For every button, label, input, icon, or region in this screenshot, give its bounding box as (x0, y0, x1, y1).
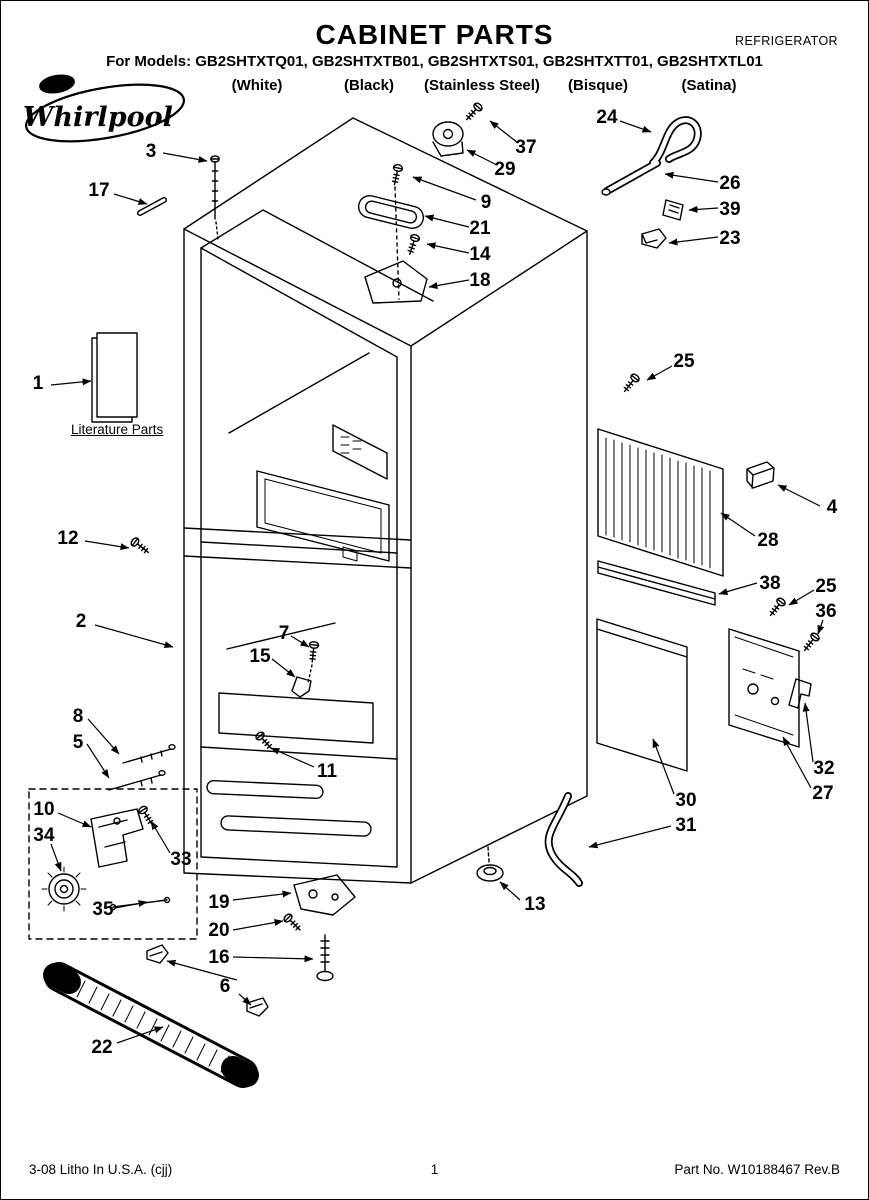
part-callout-18: 18 (469, 270, 491, 291)
part-callout-27: 27 (812, 783, 834, 804)
part-callout-20: 20 (208, 920, 230, 941)
part-callout-17: 17 (88, 180, 110, 201)
footer-litho: 3-08 Litho In U.S.A. (cjj) (29, 1162, 173, 1177)
literature-parts-label: Literature Parts (71, 422, 164, 437)
models-line: For Models: GB2SHTXTQ01, GB2SHTXTB01, GB… (106, 53, 763, 70)
color-variant-satina: (Satina) (681, 77, 737, 94)
part-callout-16: 16 (208, 947, 230, 968)
part-callout-29: 29 (494, 159, 516, 180)
part-callout-12: 12 (57, 528, 79, 549)
part-callout-32: 32 (813, 758, 835, 779)
part-callout-24: 24 (596, 107, 618, 128)
part-callout-1: 1 (32, 373, 44, 394)
part-callout-9: 9 (480, 192, 492, 213)
part-callout-37: 37 (515, 137, 537, 158)
part-callout-25: 25 (815, 576, 837, 597)
color-variant-stainless: (Stainless Steel) (424, 77, 540, 94)
part-callout-21: 21 (469, 218, 491, 239)
document-type-label: REFRIGERATOR (735, 34, 838, 48)
part-callout-34: 34 (33, 825, 55, 846)
logo-swoosh-ellipse (24, 83, 186, 143)
leader-arrows (50, 120, 825, 1044)
part-callout-5: 5 (72, 732, 84, 753)
part-callout-38: 38 (759, 573, 781, 594)
part-callout-15: 15 (249, 646, 271, 667)
cabinet-line-art (28, 100, 822, 1088)
part-callout-31: 31 (675, 815, 697, 836)
part-callout-28: 28 (757, 530, 779, 551)
color-variant-black: (Black) (343, 77, 395, 94)
page-title: CABINET PARTS (315, 19, 554, 50)
part-callout-22: 22 (91, 1037, 113, 1058)
part-callout-7: 7 (278, 623, 290, 644)
logo-oval (39, 74, 75, 94)
part-callout-13: 13 (524, 894, 546, 915)
footer-part-number: Part No. W10188467 Rev.B (674, 1162, 840, 1177)
part-callout-36: 36 (815, 601, 837, 622)
part-callout-19: 19 (208, 892, 230, 913)
whirlpool-logo: Whirlpool (23, 74, 186, 143)
part-callout-2: 2 (75, 611, 87, 632)
part-callout-10: 10 (33, 799, 55, 820)
color-variants-row: (White) (Black) (Stainless Steel) (Bisqu… (1, 77, 868, 97)
part-callout-6: 6 (219, 976, 231, 997)
color-variant-white: (White) (231, 77, 283, 94)
part-callout-39: 39 (719, 199, 741, 220)
part-callout-26: 26 (719, 173, 741, 194)
part-callout-35: 35 (92, 899, 114, 920)
logo-wordmark: Whirlpool (23, 102, 173, 133)
part-callout-25: 25 (673, 351, 695, 372)
part-callout-8: 8 (72, 706, 84, 727)
footer-page-number: 1 (430, 1162, 439, 1177)
part-callout-14: 14 (469, 244, 491, 265)
part-callout-30: 30 (675, 790, 697, 811)
part-callout-11: 11 (316, 761, 338, 782)
part-callout-23: 23 (719, 228, 741, 249)
part-callout-4: 4 (826, 497, 838, 518)
part-callout-33: 33 (170, 849, 192, 870)
color-variant-bisque: (Bisque) (568, 77, 628, 94)
